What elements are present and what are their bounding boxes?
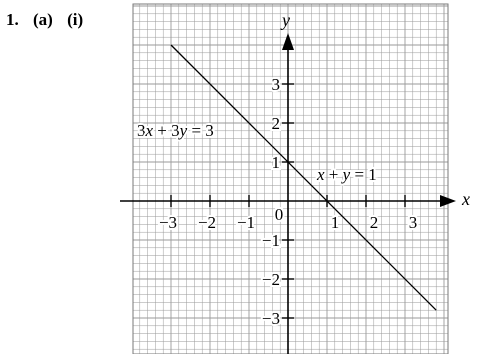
y-axis-arrow [282,33,294,50]
question-part: (a) [33,10,53,29]
minor-grid [133,4,448,354]
y-tick-label: 3 [272,75,281,94]
axes [120,33,456,354]
x-tick-label: 0 [275,205,284,224]
x-tick-label: 1 [331,213,340,232]
equation-label-3x3y: 3x + 3y = 3 [137,121,214,140]
x-tick-label: −3 [159,213,177,232]
x-axis-label: x [461,189,470,209]
y-tick-label: −2 [262,270,280,289]
x-axis-arrow [440,195,456,207]
x-tick-label: 2 [370,213,379,232]
question-subpart: (i) [67,10,84,29]
grid-border [132,3,449,354]
x-tick-label: 3 [409,213,418,232]
question-label: 1. (a) (i) [6,10,93,30]
label-group: −3 −2 −1 0 1 2 3 3 2 1 −1 −2 −3 x y 3x + 3y = 3 x + y = … [135,10,470,330]
y-axis-label: y [280,10,290,30]
equation-label-xy: x + y = 1 [316,165,377,184]
line-series [170,44,437,311]
x-tick-label: −2 [198,213,216,232]
x-tick-label: −1 [237,213,255,232]
series-group [170,44,437,311]
y-tick-label: 2 [272,114,281,133]
y-tick-label: −3 [262,309,280,328]
question-number: 1. [6,10,19,29]
y-tick-label: 1 [272,153,281,172]
major-grid [132,3,449,354]
y-tick-label: −1 [262,231,280,250]
tick-marks [170,83,406,319]
